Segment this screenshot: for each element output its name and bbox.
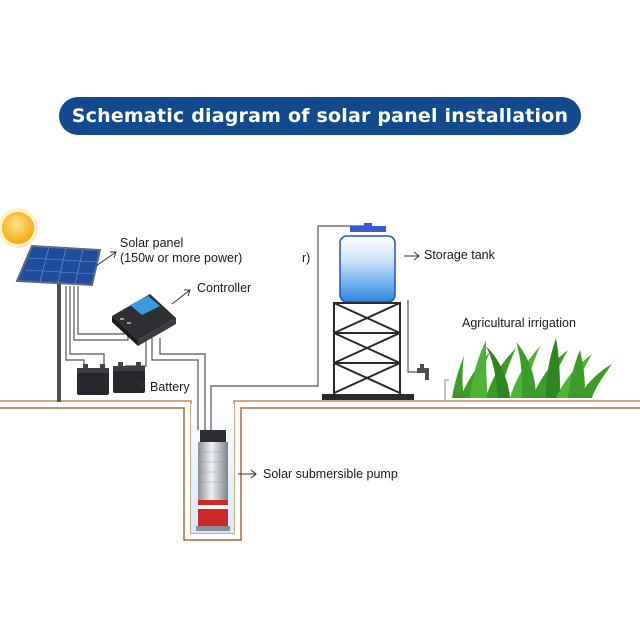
solar-panel-power-label: (150w or more power) [120, 251, 243, 265]
label-arrows [95, 251, 420, 479]
controller-label: Controller [197, 281, 252, 295]
page-title: Schematic diagram of solar panel install… [59, 97, 581, 135]
storage-tank-icon [322, 223, 414, 400]
sun-icon [0, 208, 38, 248]
controller-icon [112, 294, 176, 346]
cut-off-label-fragment: r) [302, 251, 311, 265]
pump-label: Solar submersible pump [263, 467, 398, 481]
solar-panel-icon [15, 244, 102, 402]
storage-tank-label: Storage tank [424, 248, 495, 262]
grass-icon [452, 338, 612, 398]
solar-panel-label: Solar panel [120, 236, 184, 250]
battery-label: Battery [150, 380, 190, 394]
battery-icon [77, 362, 145, 395]
submersible-pump-icon [196, 430, 230, 531]
agricultural-irrigation-label: Agricultural irrigation [462, 316, 576, 330]
water-tap-icon [417, 364, 449, 400]
